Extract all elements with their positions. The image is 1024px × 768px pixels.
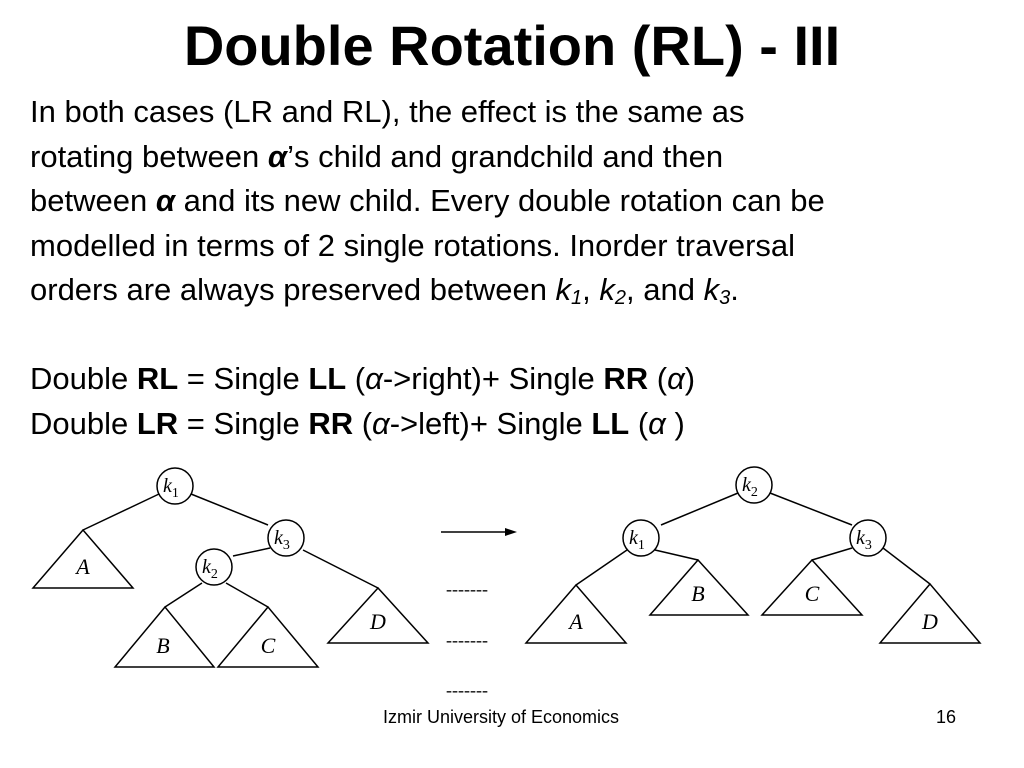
subtree-label-c: C <box>261 633 276 658</box>
subtree-triangle-c <box>760 558 864 616</box>
paragraph-line-5: orders are always preserved between k1, … <box>30 272 739 309</box>
dash-line: ------- <box>446 579 488 599</box>
paragraph-line-2: rotating between α’s child and grandchil… <box>30 138 724 174</box>
subtree-triangle-c <box>216 605 320 668</box>
node-k1 <box>156 467 194 505</box>
paragraph-line-3: between α and its new child. Every doubl… <box>30 183 825 218</box>
dash-line: ------- <box>446 630 488 650</box>
node-k3 <box>267 519 305 557</box>
alpha-symbol: α <box>155 183 176 218</box>
subtree-label-d: D <box>921 609 938 634</box>
subtree-triangle-a <box>524 583 628 644</box>
node-k2 <box>735 466 773 504</box>
node-k3-label: k3 <box>274 527 290 553</box>
subtree-triangle-b <box>113 605 216 668</box>
subtree-label-a: A <box>567 609 583 634</box>
alpha-symbol: α <box>267 138 288 174</box>
dash-line: ------- <box>446 680 488 700</box>
rule-rl: Double RL = Single LL (α->right)+ Single… <box>30 361 696 396</box>
subtree-label-b: B <box>156 633 169 658</box>
blank-line <box>30 313 1010 358</box>
slide-body: In both cases (LR and RL), the effect is… <box>30 90 1010 446</box>
node-k1-label: k1 <box>629 527 645 553</box>
node-k2 <box>195 548 233 586</box>
subtree-label-c: C <box>805 581 820 606</box>
paragraph-line-4: modelled in terms of 2 single rotations.… <box>30 227 796 263</box>
rotation-diagram: k1 k3 k2 k2 k1 k3 A D B C A B C D ------… <box>31 466 982 700</box>
subtree-triangle-d <box>326 586 430 644</box>
node-k2-label: k2 <box>202 556 218 582</box>
subtree-triangle-b <box>648 558 750 616</box>
subtree-label-d: D <box>369 609 386 634</box>
subtree-triangle-d <box>878 582 982 644</box>
rule-lr: Double LR = Single RR (α->left)+ Single … <box>30 405 685 441</box>
subtree-label-a: A <box>74 554 90 579</box>
footer-institution: Izmir University of Economics <box>383 707 620 727</box>
node-k1 <box>622 519 660 557</box>
paragraph-line-1: In both cases (LR and RL), the effect is… <box>30 94 745 129</box>
node-k3 <box>849 519 887 557</box>
slide-title: Double Rotation (RL) - III <box>183 14 841 77</box>
page-number: 16 <box>936 707 957 727</box>
subtree-triangle-a <box>31 528 135 589</box>
node-k2-label: k2 <box>742 474 758 500</box>
node-k1-label: k1 <box>163 475 179 501</box>
node-k3-label: k3 <box>856 527 872 553</box>
subtree-label-b: B <box>691 581 704 606</box>
